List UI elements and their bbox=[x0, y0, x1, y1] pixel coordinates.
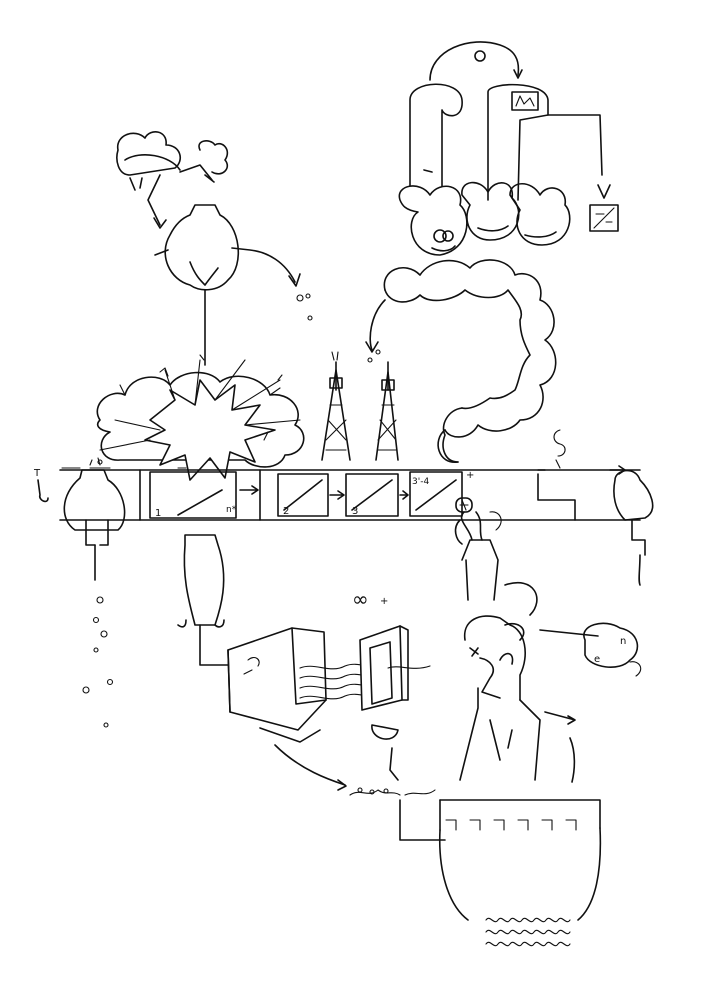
bulb-vessel bbox=[154, 204, 313, 366]
panel-1: 1 n* bbox=[149, 471, 237, 519]
connector-lines-center bbox=[274, 744, 446, 841]
panel-3: 3 bbox=[345, 473, 399, 517]
panel-label-n-star: n* bbox=[226, 505, 237, 515]
top-loop-arrow bbox=[429, 41, 523, 81]
plus-sign-center: + bbox=[380, 596, 388, 607]
mouse-head-figures bbox=[398, 181, 571, 256]
dashed-bracket-box bbox=[537, 429, 576, 521]
radio-tower-right bbox=[367, 349, 399, 461]
lamp-brain-figure bbox=[454, 497, 502, 601]
panel-3-4: 3'-4 bbox=[409, 471, 463, 517]
blob-right-conveyor bbox=[613, 469, 654, 586]
panel-label-1: 1 bbox=[155, 508, 161, 519]
tube-figure-middle bbox=[487, 83, 549, 201]
side-arrows-right bbox=[504, 582, 576, 783]
funnel-column bbox=[177, 534, 233, 666]
panel-2: 2 bbox=[277, 473, 329, 517]
infinity-sign: ∞ bbox=[352, 587, 369, 611]
panel-label-2: 2 bbox=[283, 506, 289, 517]
ne-blob-right: n e bbox=[583, 622, 642, 677]
computer-monitor-left bbox=[227, 627, 327, 743]
label-n-right: n bbox=[620, 636, 626, 647]
chart-icon-box bbox=[547, 114, 619, 232]
panel-label-3-4: 3'-4 bbox=[412, 477, 429, 487]
flow-arrows-row bbox=[239, 465, 626, 500]
caterpillar-tube bbox=[365, 259, 557, 463]
stray-marks bbox=[97, 431, 269, 469]
conveyor-row bbox=[59, 467, 641, 521]
plus-sign-towers: + bbox=[466, 470, 474, 481]
label-e-right: e bbox=[594, 654, 600, 665]
explosion-cloud bbox=[96, 354, 305, 481]
label-T: T bbox=[33, 468, 41, 479]
panel-label-3: 3 bbox=[352, 506, 358, 517]
computer-monitor-right bbox=[359, 625, 431, 740]
person-bust bbox=[459, 615, 599, 781]
flower-creature bbox=[116, 131, 229, 229]
tube-figure-left bbox=[409, 83, 463, 201]
radio-tower-left bbox=[321, 351, 351, 461]
ground-rubble bbox=[349, 787, 436, 796]
left-pot-figure: T bbox=[33, 457, 126, 581]
falling-dots-left bbox=[82, 596, 114, 728]
cauldron bbox=[438, 799, 602, 947]
